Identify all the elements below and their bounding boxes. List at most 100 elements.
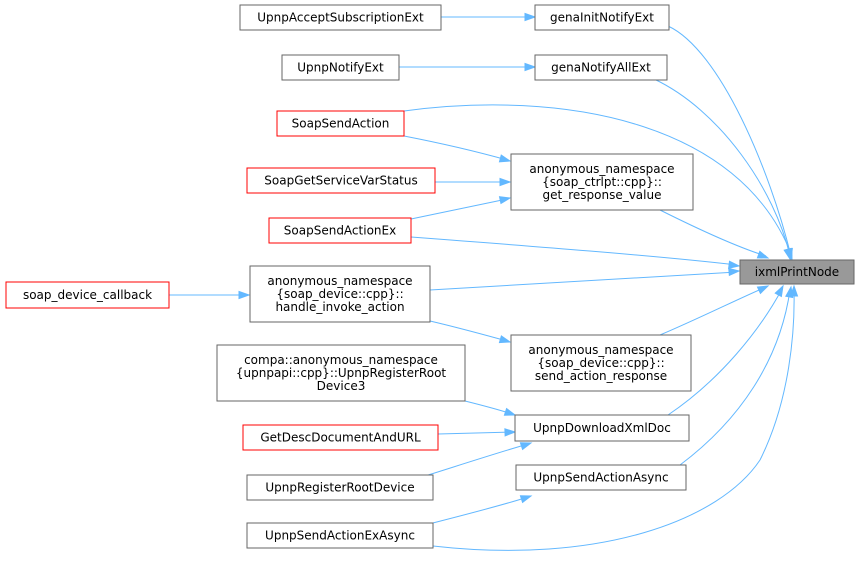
arrowhead [498,154,512,163]
node-box[interactable] [510,153,694,211]
edge-line [653,78,791,257]
edge-regRoot3-to-download [464,400,517,416]
node-box[interactable] [246,474,434,501]
edge-getDesc-to-download [437,428,517,437]
node-label: soap_device_callback [23,288,152,302]
arrowhead [774,284,784,298]
node-box[interactable] [276,110,405,137]
arrowhead [728,267,741,277]
node-box[interactable] [534,54,668,81]
node-soapSendEx[interactable]: SoapSendActionEx [268,217,412,244]
node-box[interactable] [239,4,442,31]
node-notifyExt[interactable]: UpnpNotifyExt [281,54,400,81]
node-box[interactable] [246,167,436,194]
node-box[interactable] [216,344,466,402]
node-box[interactable] [515,464,687,491]
arrowhead [756,285,770,295]
node-box[interactable] [268,217,412,244]
node-label: genaNotifyAllExt [551,61,651,75]
node-genaAll[interactable]: genaNotifyAllExt [534,54,668,81]
node-label: UpnpSendActionAsync [533,471,668,485]
node-box[interactable] [249,265,431,323]
arrowhead [503,407,517,416]
edge-line [667,288,783,416]
node-label: SoapSendActionEx [284,224,396,238]
node-handleInv[interactable]: anonymous_namespace{soap_device::cpp}::h… [249,265,431,323]
node-box[interactable] [514,414,690,442]
edge-soapSendEx-to-getResp [410,196,512,220]
node-label: {soap_device::cpp}:: [276,287,403,301]
arrowhead [498,335,512,344]
node-soapSend[interactable]: SoapSendAction [276,110,405,137]
edge-handleInv-to-ixml [429,267,741,291]
node-label: UpnpRegisterRootDevice [265,481,414,495]
node-regRoot[interactable]: UpnpRegisterRootDevice [246,474,434,501]
arrowhead [519,442,533,451]
node-label: handle_invoke_action [275,300,404,314]
node-ixml[interactable]: ixmlPrintNode [739,259,855,285]
edge-line [429,320,508,342]
node-label: Device3 [317,379,366,393]
node-box[interactable] [281,54,400,81]
node-label: SoapGetServiceVarStatus [264,174,417,188]
arrowhead [784,247,793,261]
arrowhead [238,290,251,300]
node-download[interactable]: UpnpDownloadXmlDoc [514,414,690,442]
node-sendAsync[interactable]: UpnpSendActionAsync [515,464,687,491]
edge-line [432,289,795,551]
node-regRoot3[interactable]: compa::anonymous_namespace{upnpapi::cpp}… [216,344,466,402]
node-label: compa::anonymous_namespace [244,353,438,367]
node-box[interactable] [246,522,434,549]
arrowhead [524,62,537,72]
nodes-layer: ixmlPrintNode genaInitNotifyExt genaNotify… [5,4,855,549]
edge-sendExAsync-to-sendAsync [424,495,533,526]
edge-sendAsync-to-ixml [679,285,794,466]
node-label: {upnpapi::cpp}::UpnpRegisterRoot [236,366,447,380]
node-acceptSub[interactable]: UpnpAcceptSubscriptionExt [239,4,442,31]
node-genaInit[interactable]: genaInitNotifyExt [534,4,670,31]
edge-line [659,286,767,336]
edge-sendResp-to-ixml [659,285,770,336]
edge-line [679,289,791,466]
node-soapGetVar[interactable]: SoapGetServiceVarStatus [246,167,436,194]
node-label: {soap_device::cpp}:: [537,356,664,370]
edge-soapSendEx-to-ixml [410,236,741,269]
edge-genaInit-to-ixml [667,25,793,261]
edge-soapSend-to-getResp [403,135,512,163]
node-sendExAsync[interactable]: UpnpSendActionExAsync [246,522,434,549]
edge-line [659,209,767,257]
node-sendResp[interactable]: anonymous_namespace{soap_device::cpp}::s… [510,334,692,392]
edge-line [424,443,529,477]
edge-line [403,135,508,161]
edge-line [429,271,738,291]
edge-soapGetVar-to-getResp [435,177,512,187]
node-label: UpnpNotifyExt [297,61,384,75]
node-label: anonymous_namespace [528,343,673,357]
arrowhead [728,260,741,269]
node-box[interactable] [5,281,170,309]
node-devCb[interactable]: soap_device_callback [5,281,170,309]
edge-devCb-to-handleInv [169,290,251,300]
node-box[interactable] [739,259,855,285]
edge-notifyExt-to-genaAll [399,62,537,72]
edge-soapSend-to-ixml [403,104,793,261]
node-label: UpnpAcceptSubscriptionExt [257,11,424,25]
edge-getResp-to-ixml [659,209,770,259]
node-getResp[interactable]: anonymous_namespace{soap_ctrlpt::cpp}::g… [510,153,694,211]
node-label: send_action_response [535,369,667,383]
node-box[interactable] [510,334,692,392]
arrowhead [756,250,770,259]
node-label: UpnpSendActionExAsync [265,529,415,543]
node-box[interactable] [534,4,670,31]
arrowhead [504,428,517,437]
edge-regRoot-to-download [424,442,533,477]
edge-line [403,104,793,257]
node-getDesc[interactable]: GetDescDocumentAndURL [242,424,439,451]
node-box[interactable] [242,424,439,451]
arrowhead [519,495,533,504]
edges-layer [169,12,799,551]
edge-line [410,236,738,266]
arrowhead [524,12,537,22]
node-label: UpnpDownloadXmlDoc [533,421,671,435]
